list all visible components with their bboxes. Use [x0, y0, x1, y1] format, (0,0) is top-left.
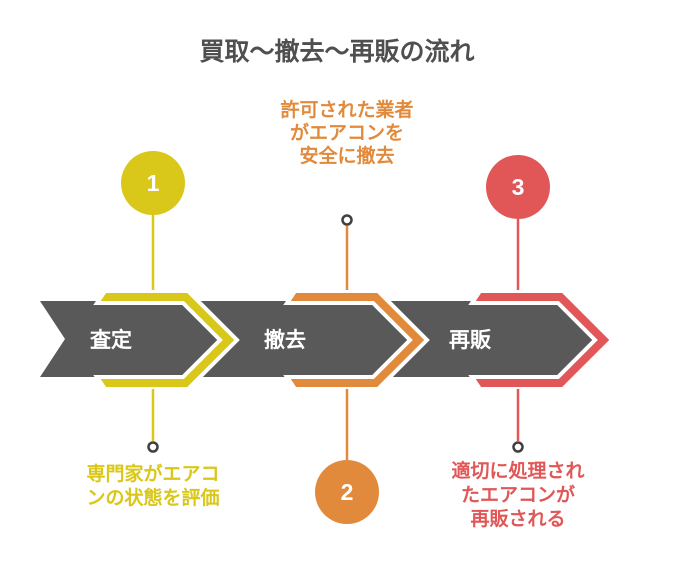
chevron-band-step-2 [283, 289, 430, 391]
step-3-label: 再販 [449, 329, 492, 352]
step-2-caption-line-3: 安全に撤去 [299, 144, 394, 167]
step-2-label: 撤去 [264, 328, 306, 352]
step-2-number: 2 [341, 479, 354, 505]
step-1-number: 1 [147, 170, 160, 196]
step-3-badge [486, 155, 550, 219]
step-1-badge [121, 151, 185, 215]
diagram-title: 買取〜撤去〜再販の流れ [199, 37, 474, 66]
step-3-number: 3 [512, 174, 525, 200]
arrow-step-2 [198, 301, 424, 377]
step-1-caption-line-2: ンの状態を評価 [86, 486, 219, 509]
step-2-caption-line-2: がエアコンを [290, 121, 404, 144]
chevron-band-step-3 [468, 289, 615, 391]
chevron-band-step-1 [93, 289, 240, 391]
arrow-step-3 [388, 301, 609, 377]
step-3-caption-line-3: 再販される [470, 508, 565, 530]
step-3-caption-line-2: たエアコンが [461, 483, 575, 506]
step-2-connector-dot [341, 214, 353, 226]
step-2-caption-line-1: 許可された業者 [280, 98, 413, 121]
step-1-connector-dot [147, 441, 159, 453]
arrow-step-1 [40, 301, 234, 377]
step-2-badge [315, 460, 379, 524]
step-3-connector-dot [512, 441, 524, 453]
step-1-label: 査定 [90, 328, 132, 352]
step-1-caption-line-1: 専門家がエアコ [86, 462, 219, 485]
step-3-caption-line-1: 適切に処理され [451, 459, 584, 482]
